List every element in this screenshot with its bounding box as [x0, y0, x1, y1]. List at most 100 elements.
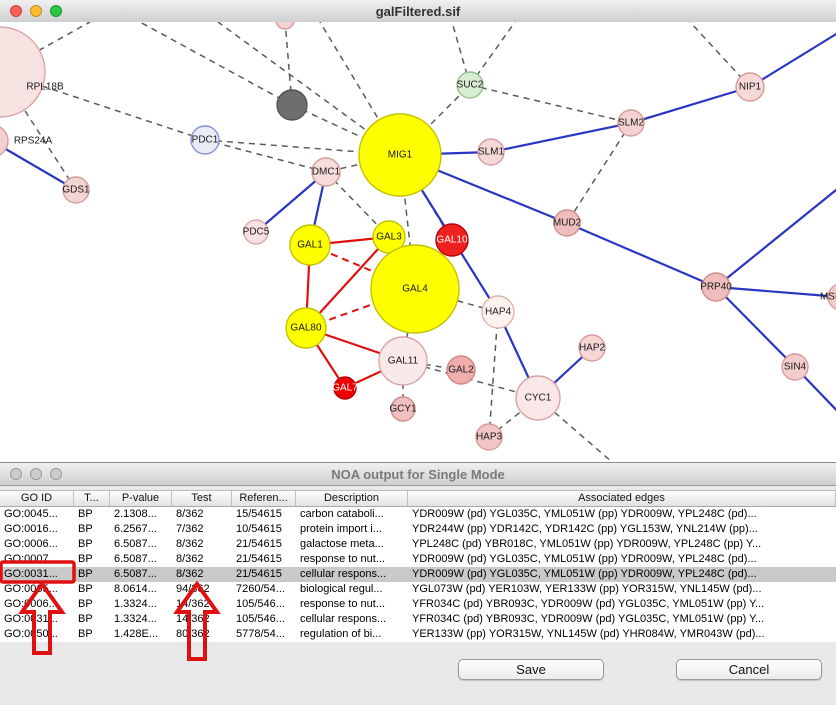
graph-edge[interactable] — [566, 122, 632, 224]
graph-node-gds1[interactable]: GDS1 — [62, 176, 90, 204]
column-header-referen-[interactable]: Referen... — [232, 491, 296, 506]
graph-node-nip1[interactable]: NIP1 — [735, 72, 765, 102]
node-label: HAP2 — [579, 343, 606, 354]
graph-edge[interactable] — [204, 139, 327, 173]
node-label: HAP4 — [485, 307, 512, 318]
graph-node-rpl18b[interactable]: RPL18B — [0, 26, 64, 118]
graph-node-prp40[interactable]: PRP40 — [700, 272, 732, 302]
graph-node-slm1[interactable]: SLM1 — [477, 138, 505, 166]
node-label: HAP3 — [476, 432, 503, 443]
node-label: PDC5 — [243, 227, 270, 238]
graph-edge[interactable] — [749, 28, 836, 88]
table-cell: YER133W (pp) YOR315W, YNL145W (pd) YHR08… — [412, 628, 765, 640]
graph-edge[interactable] — [139, 22, 293, 106]
table-cell: BP — [78, 523, 93, 535]
graph-node-slm2[interactable]: SLM2 — [617, 109, 645, 137]
graph-edge[interactable] — [630, 85, 751, 125]
graph-edge[interactable] — [715, 286, 796, 368]
minimize-button[interactable] — [30, 5, 42, 17]
graph-node-gal80[interactable]: GAL80 — [285, 307, 327, 349]
graph-node-gal10[interactable]: GAL10 — [435, 223, 469, 257]
table-cell: 8/362 — [176, 568, 204, 580]
graph-node-pdc1[interactable]: PDC1 — [190, 125, 220, 155]
node-label: NIP1 — [739, 82, 762, 93]
graph-edge[interactable] — [490, 121, 632, 154]
graph-node-cyc1[interactable]: CYC1 — [515, 375, 561, 421]
graph-node-hap3[interactable]: HAP3 — [475, 423, 503, 451]
node-label: GAL11 — [388, 356, 419, 367]
table-cell: GO:0016... — [4, 523, 58, 535]
save-button[interactable]: Save — [458, 659, 604, 680]
graph-node-gal7[interactable]: GAL7 — [332, 376, 358, 400]
graph-node-gal11[interactable]: GAL11 — [378, 336, 428, 386]
column-header-go-id[interactable]: GO ID — [0, 491, 74, 506]
table-cell: BP — [78, 628, 93, 640]
graph-edge[interactable] — [689, 22, 751, 88]
graph-node-mud2[interactable]: MUD2 — [553, 209, 582, 237]
column-header-description[interactable]: Description — [296, 491, 408, 506]
zoom-button[interactable] — [50, 5, 62, 17]
table-cell: GO:0045... — [4, 508, 58, 520]
noa-window-titlebar[interactable]: NOA output for Single Mode — [0, 463, 836, 486]
table-cell: 8/362 — [176, 538, 204, 550]
table-cell: 7/362 — [176, 523, 204, 535]
graph-node-gray1[interactable] — [276, 89, 308, 121]
graph-node-hap4[interactable]: HAP4 — [481, 295, 515, 329]
graph-edge[interactable] — [715, 285, 836, 298]
table-cell: 7260/54... — [236, 583, 285, 595]
noa-window-title: NOA output for Single Mode — [331, 466, 505, 482]
column-header-t-[interactable]: T... — [74, 491, 110, 506]
graph-node-mig1[interactable]: MIG1 — [358, 113, 442, 197]
graph-edge[interactable] — [0, 71, 77, 191]
graph-edge[interactable] — [325, 171, 390, 238]
graph-edge[interactable] — [469, 84, 632, 124]
close-button[interactable] — [10, 5, 22, 17]
graph-node-sin4[interactable]: SIN4 — [781, 353, 809, 381]
network-window-titlebar[interactable]: galFiltered.sif — [0, 0, 836, 23]
graph-node-gal2[interactable]: GAL2 — [446, 355, 476, 385]
table-cell: 1.3324... — [114, 598, 157, 610]
minimize-button-inactive[interactable] — [30, 468, 42, 480]
graph-node-topcut[interactable] — [275, 22, 295, 30]
table-cell: GO:0065... — [4, 583, 58, 595]
graph-edge[interactable] — [488, 311, 499, 438]
table-cell: YDR009W (pd) YGL035C, YML051W (pp) YDR00… — [412, 568, 757, 580]
table-cell: GO:0031... — [4, 568, 58, 580]
graph-node-pdc5[interactable]: PDC5 — [243, 219, 270, 245]
graph-edge[interactable] — [566, 221, 717, 289]
cancel-button[interactable]: Cancel — [676, 659, 822, 680]
graph-edge[interactable] — [715, 182, 836, 288]
graph-node-gal4[interactable]: GAL4 — [370, 244, 460, 334]
table-cell: cellular respons... — [300, 613, 387, 625]
graph-node-dmc1[interactable]: DMC1 — [311, 157, 341, 187]
graph-node-suc2[interactable]: SUC2 — [456, 71, 484, 99]
zoom-button-inactive[interactable] — [50, 468, 62, 480]
graph-node-gcy1[interactable]: GCY1 — [389, 396, 417, 422]
table-cell: 105/546... — [236, 613, 285, 625]
close-button-inactive[interactable] — [10, 468, 22, 480]
graph-edge[interactable] — [255, 171, 327, 233]
table-cell: BP — [78, 553, 93, 565]
graph-node-rps24a[interactable]: RPS24A — [0, 125, 53, 157]
graph-node-hap2[interactable]: HAP2 — [578, 334, 606, 362]
column-header-test[interactable]: Test — [172, 491, 232, 506]
graph-node-gal1[interactable]: GAL1 — [289, 224, 331, 266]
column-header-p-value[interactable]: P-value — [110, 491, 172, 506]
table-cell: YFR034C (pd) YBR093C, YDR009W (pd) YGL03… — [412, 598, 765, 610]
graph-node-msl5[interactable]: MSL5 — [820, 284, 836, 310]
column-header-associated-edges[interactable]: Associated edges — [408, 491, 836, 506]
table-cell: 21/54615 — [236, 553, 282, 565]
